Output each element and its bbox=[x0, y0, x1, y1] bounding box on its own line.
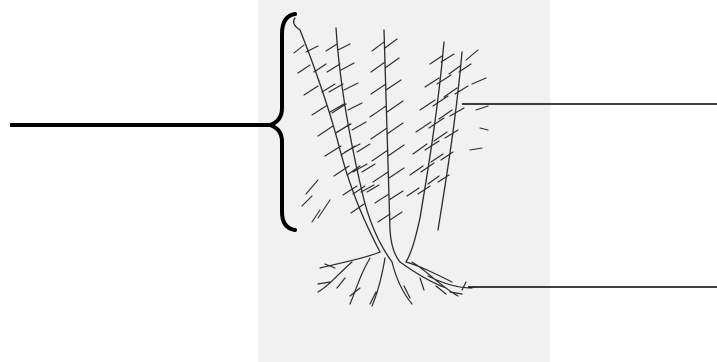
rhizoids bbox=[318, 252, 472, 306]
plant-stems bbox=[294, 18, 462, 262]
moss-plant-icon bbox=[294, 18, 488, 306]
curly-brace bbox=[270, 14, 295, 230]
leaf-strokes bbox=[294, 39, 488, 222]
